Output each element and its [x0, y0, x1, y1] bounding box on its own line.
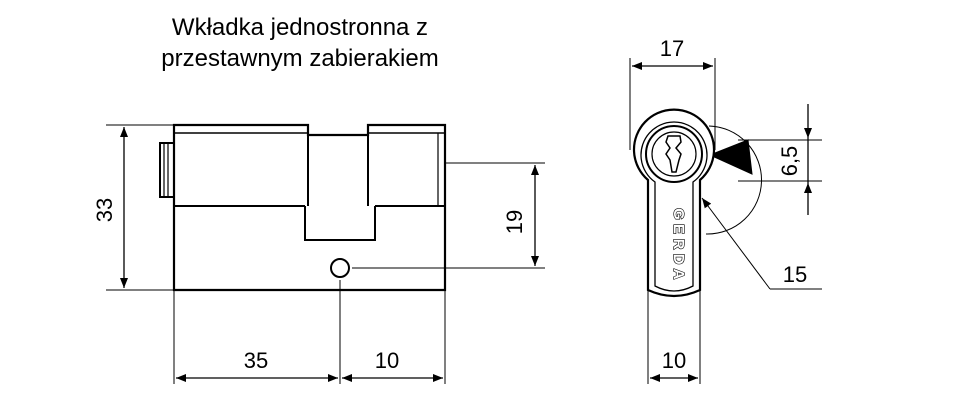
plug-outer — [645, 125, 703, 183]
screw-hole — [330, 258, 350, 278]
brand-letter: A — [670, 269, 687, 280]
plug-inner — [651, 131, 697, 177]
dim-label-19: 19 — [502, 210, 527, 234]
brand-letter: E — [670, 224, 687, 234]
dim-label-35: 35 — [244, 348, 268, 373]
cam-sector — [708, 139, 753, 175]
dim-label-15: 15 — [783, 262, 807, 287]
dim-label-10-front: 10 — [662, 348, 686, 373]
cylinder-body — [172, 123, 447, 292]
cylinder-cap — [159, 142, 175, 198]
drawing-title: Wkładka jednostronna z przestawnym zabie… — [120, 12, 480, 74]
brand-logo: G E R D A — [669, 208, 687, 281]
cam-notch — [304, 206, 376, 241]
brand-letter: G — [670, 208, 687, 220]
front-view — [629, 58, 822, 384]
title-line-2: przestawnym zabierakiem — [161, 45, 439, 72]
cylinder-profile — [632, 108, 716, 298]
dim-label-33: 33 — [92, 198, 117, 222]
dim-label-6-5: 6,5 — [777, 146, 802, 177]
title-line-1: Wkładka jednostronna z — [171, 14, 429, 41]
keyway — [665, 135, 682, 173]
brand-letter: D — [670, 254, 687, 265]
dim-label-17: 17 — [660, 36, 684, 61]
side-view — [106, 123, 545, 384]
dim-label-10-side: 10 — [375, 348, 399, 373]
brand-letter: R — [670, 239, 687, 250]
